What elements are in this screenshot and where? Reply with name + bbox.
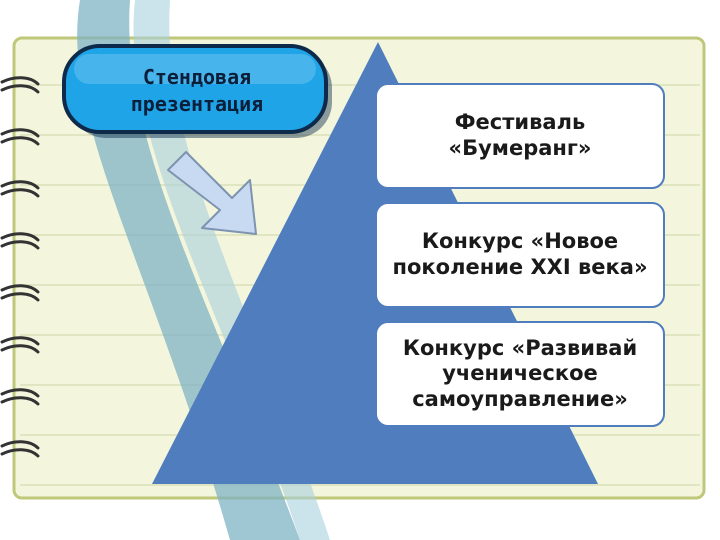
badge-label: Стендовая презентация	[130, 65, 264, 116]
level-box-1	[375, 83, 665, 189]
level-label-2: Конкурс «Новое поколение XXI века»	[392, 229, 648, 279]
down-right-arrow-icon	[167, 151, 257, 235]
spiral-binding-icon	[0, 76, 40, 458]
badge-shape	[62, 44, 328, 134]
level-label-3: Конкурс «Развивай ученическое самоуправл…	[402, 335, 638, 411]
level-box-2	[375, 202, 665, 308]
level-label-1: Фестиваль «Бумеранг»	[448, 110, 592, 160]
badge-highlight	[74, 54, 316, 84]
level-box-3	[375, 321, 665, 427]
